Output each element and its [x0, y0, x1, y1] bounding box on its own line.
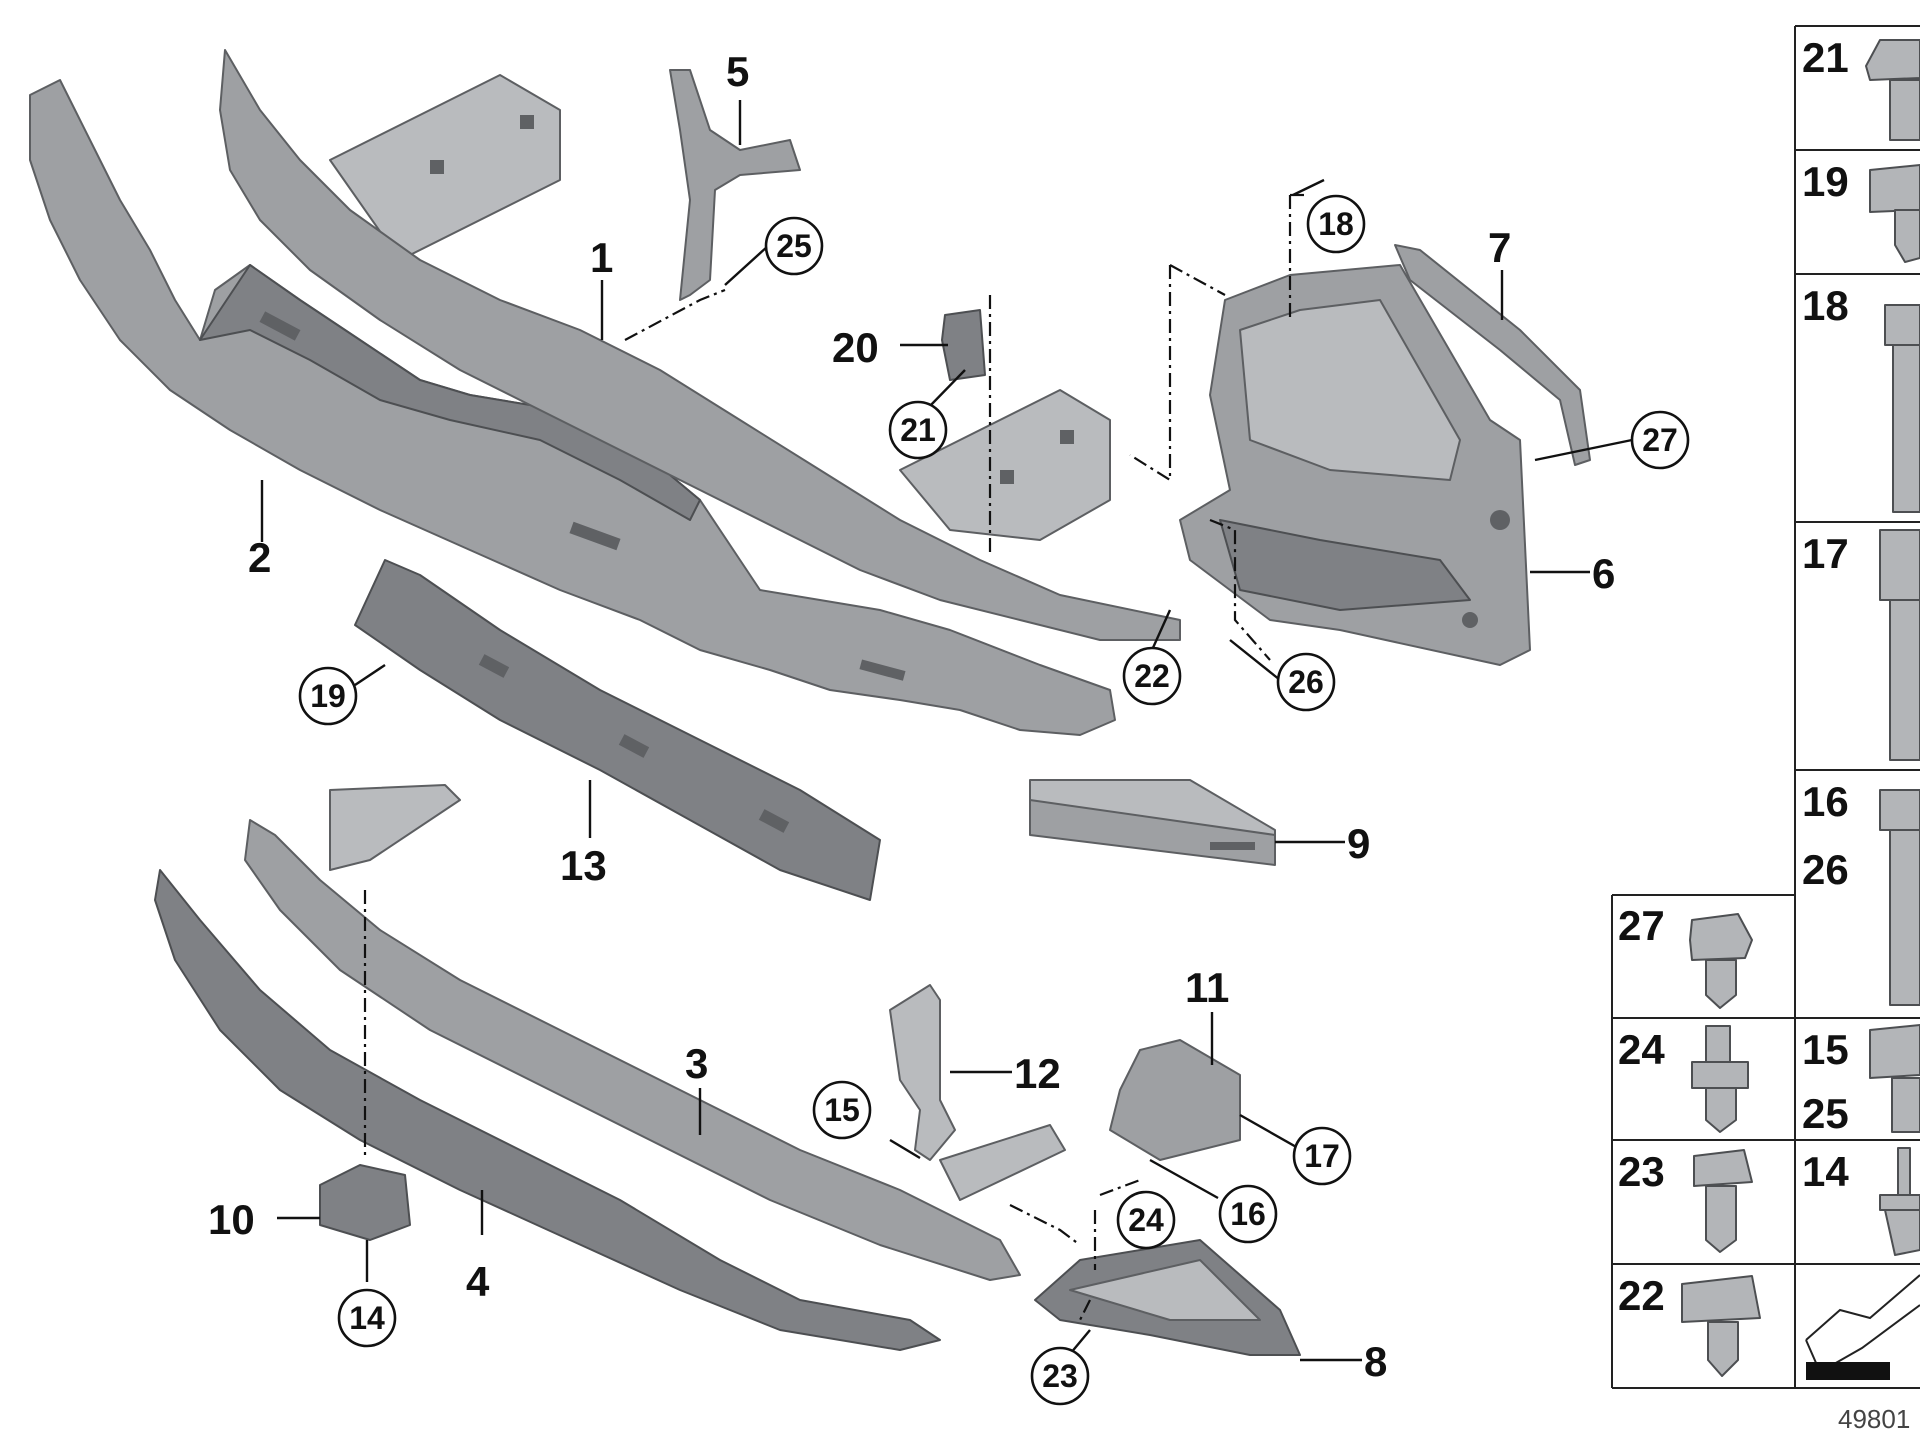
fastener-table: 21 19 18 17 16 26 15 25 14 27 24 23 22 [1611, 25, 1920, 1389]
svg-text:15: 15 [824, 1092, 860, 1128]
label-part-2: 2 [248, 534, 271, 581]
part-9-box [1029, 779, 1276, 866]
circled-label-14: 14 [337, 1288, 397, 1348]
circled-label-25: 25 [764, 216, 824, 276]
table-label-17: 17 [1802, 530, 1849, 577]
part-2-bumper-carrier-outer [29, 79, 1116, 736]
direction-arrow-icon [1805, 1274, 1920, 1380]
svg-text:19: 19 [310, 678, 346, 714]
reference-number: 49801 [1838, 1404, 1910, 1434]
part-3-lower-beam [244, 784, 1066, 1281]
label-part-6: 6 [1592, 550, 1615, 597]
label-part-12: 12 [1014, 1050, 1061, 1097]
table-label-14: 14 [1802, 1148, 1849, 1195]
part-8-grille [1034, 1239, 1301, 1356]
part-13-lower-guide [354, 559, 881, 901]
fastener-screw-22 [1681, 1275, 1761, 1377]
part-7-side-strip [1394, 244, 1591, 466]
fastener-bolt-17 [1879, 529, 1920, 761]
svg-text:14: 14 [349, 1300, 385, 1336]
circled-label-17: 17 [1292, 1126, 1352, 1186]
label-part-11: 11 [1185, 964, 1229, 1011]
fastener-bolt-27 [1689, 913, 1753, 1009]
label-part-3: 3 [685, 1040, 708, 1087]
leader-lines [260, 100, 1633, 1362]
table-label-27: 27 [1618, 902, 1665, 949]
label-part-8: 8 [1364, 1338, 1387, 1385]
table-label-16: 16 [1802, 778, 1849, 825]
fastener-bolt-16 [1879, 789, 1920, 1006]
svg-text:25: 25 [776, 228, 812, 264]
label-part-5: 5 [726, 48, 749, 95]
svg-text:23: 23 [1042, 1358, 1078, 1394]
svg-text:22: 22 [1134, 658, 1170, 694]
label-part-7: 7 [1488, 224, 1511, 271]
svg-text:24: 24 [1128, 1202, 1164, 1238]
table-label-15: 15 [1802, 1026, 1849, 1073]
fastener-bolt-15 [1869, 1024, 1920, 1133]
fastener-bolt-18 [1884, 304, 1920, 513]
svg-text:17: 17 [1304, 1138, 1340, 1174]
fastener-bolt-19 [1869, 164, 1920, 263]
part-12-bracket [889, 984, 956, 1161]
table-label-26: 26 [1802, 846, 1849, 893]
table-label-24: 24 [1618, 1026, 1665, 1073]
circled-label-16: 16 [1218, 1184, 1278, 1244]
circled-label-26: 26 [1276, 652, 1336, 712]
part-4-lower-strip [154, 869, 941, 1351]
table-label-19: 19 [1802, 158, 1849, 205]
label-part-1: 1 [590, 234, 613, 281]
table-label-25: 25 [1802, 1090, 1849, 1137]
label-part-4: 4 [466, 1258, 490, 1305]
svg-text:21: 21 [900, 412, 936, 448]
label-part-13: 13 [560, 842, 607, 889]
table-label-22: 22 [1618, 1272, 1665, 1319]
circled-label-18: 18 [1306, 194, 1366, 254]
fastener-screw-24 [1691, 1025, 1749, 1133]
assembly-lines [363, 193, 1305, 1321]
fastener-screw-23 [1693, 1149, 1753, 1253]
table-label-23: 23 [1618, 1148, 1665, 1195]
circled-label-15: 15 [812, 1080, 872, 1140]
part-11-bracket [1109, 1039, 1241, 1161]
part-6-radiator-support [1179, 264, 1531, 666]
fastener-rivet-14 [1879, 1147, 1920, 1256]
svg-text:27: 27 [1642, 422, 1678, 458]
svg-text:16: 16 [1230, 1196, 1266, 1232]
part-20-clip [941, 309, 986, 381]
part-10-clip [319, 1164, 411, 1241]
circled-label-27: 27 [1630, 410, 1690, 470]
circled-label-19: 19 [298, 666, 358, 726]
fastener-bolt-21 [1865, 39, 1920, 141]
label-part-9: 9 [1347, 820, 1370, 867]
table-label-18: 18 [1802, 282, 1849, 329]
circled-label-24: 24 [1116, 1190, 1176, 1250]
svg-text:26: 26 [1288, 664, 1324, 700]
circled-label-23: 23 [1030, 1346, 1090, 1406]
table-label-21: 21 [1802, 34, 1849, 81]
circled-label-21: 21 [888, 400, 948, 460]
part-5-bracket [669, 69, 801, 301]
circled-label-22: 22 [1122, 646, 1182, 706]
svg-text:18: 18 [1318, 206, 1354, 242]
part-1-upper-beam [219, 49, 1181, 641]
label-part-10: 10 [208, 1196, 255, 1243]
label-part-20: 20 [832, 324, 879, 371]
